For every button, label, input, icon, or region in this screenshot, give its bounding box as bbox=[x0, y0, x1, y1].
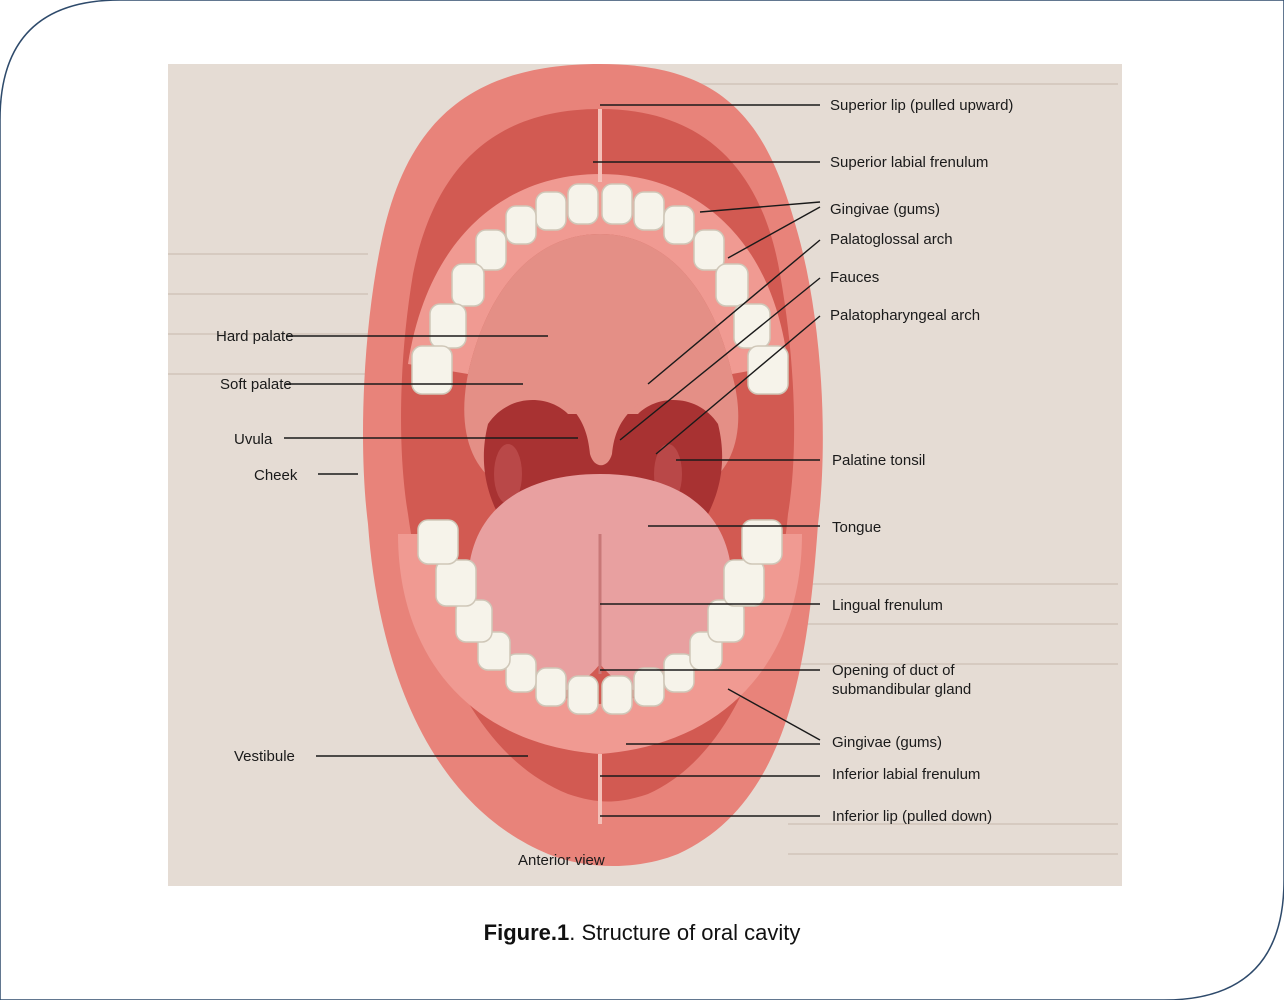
label-fauces: Fauces bbox=[830, 269, 879, 286]
label-inferior-lip: Inferior lip (pulled down) bbox=[832, 808, 992, 825]
label-vestibule: Vestibule bbox=[234, 748, 295, 765]
label-superior-labial-frenulum: Superior labial frenulum bbox=[830, 154, 988, 171]
figure-caption: Figure.1. Structure of oral cavity bbox=[0, 920, 1284, 946]
label-soft-palate: Soft palate bbox=[220, 376, 292, 393]
label-gingivae-upper: Gingivae (gums) bbox=[830, 201, 940, 218]
label-palatopharyngeal-arch: Palatopharyngeal arch bbox=[830, 307, 980, 324]
label-palatine-tonsil: Palatine tonsil bbox=[832, 452, 925, 469]
label-gingivae-lower: Gingivae (gums) bbox=[832, 734, 942, 751]
label-superior-lip: Superior lip (pulled upward) bbox=[830, 97, 1013, 114]
label-lingual-frenulum: Lingual frenulum bbox=[832, 597, 943, 614]
label-uvula: Uvula bbox=[234, 431, 273, 448]
label-cheek: Cheek bbox=[254, 467, 298, 484]
label-hard-palate: Hard palate bbox=[216, 328, 294, 345]
label-duct-line1: Opening of duct of bbox=[832, 662, 955, 679]
label-palatoglossal-arch: Palatoglossal arch bbox=[830, 231, 953, 248]
label-duct-line2: submandibular gland bbox=[832, 681, 971, 698]
label-tongue: Tongue bbox=[832, 519, 881, 536]
label-inferior-labial-frenulum: Inferior labial frenulum bbox=[832, 766, 980, 783]
caption-text: . Structure of oral cavity bbox=[569, 920, 800, 945]
label-anterior-view: Anterior view bbox=[518, 852, 605, 869]
caption-label: Figure.1 bbox=[484, 920, 570, 945]
oral-cavity-diagram: Superior lip (pulled upward) Superior la… bbox=[168, 64, 1122, 886]
oral-cavity-figure: Superior lip (pulled upward) Superior la… bbox=[168, 64, 1122, 886]
